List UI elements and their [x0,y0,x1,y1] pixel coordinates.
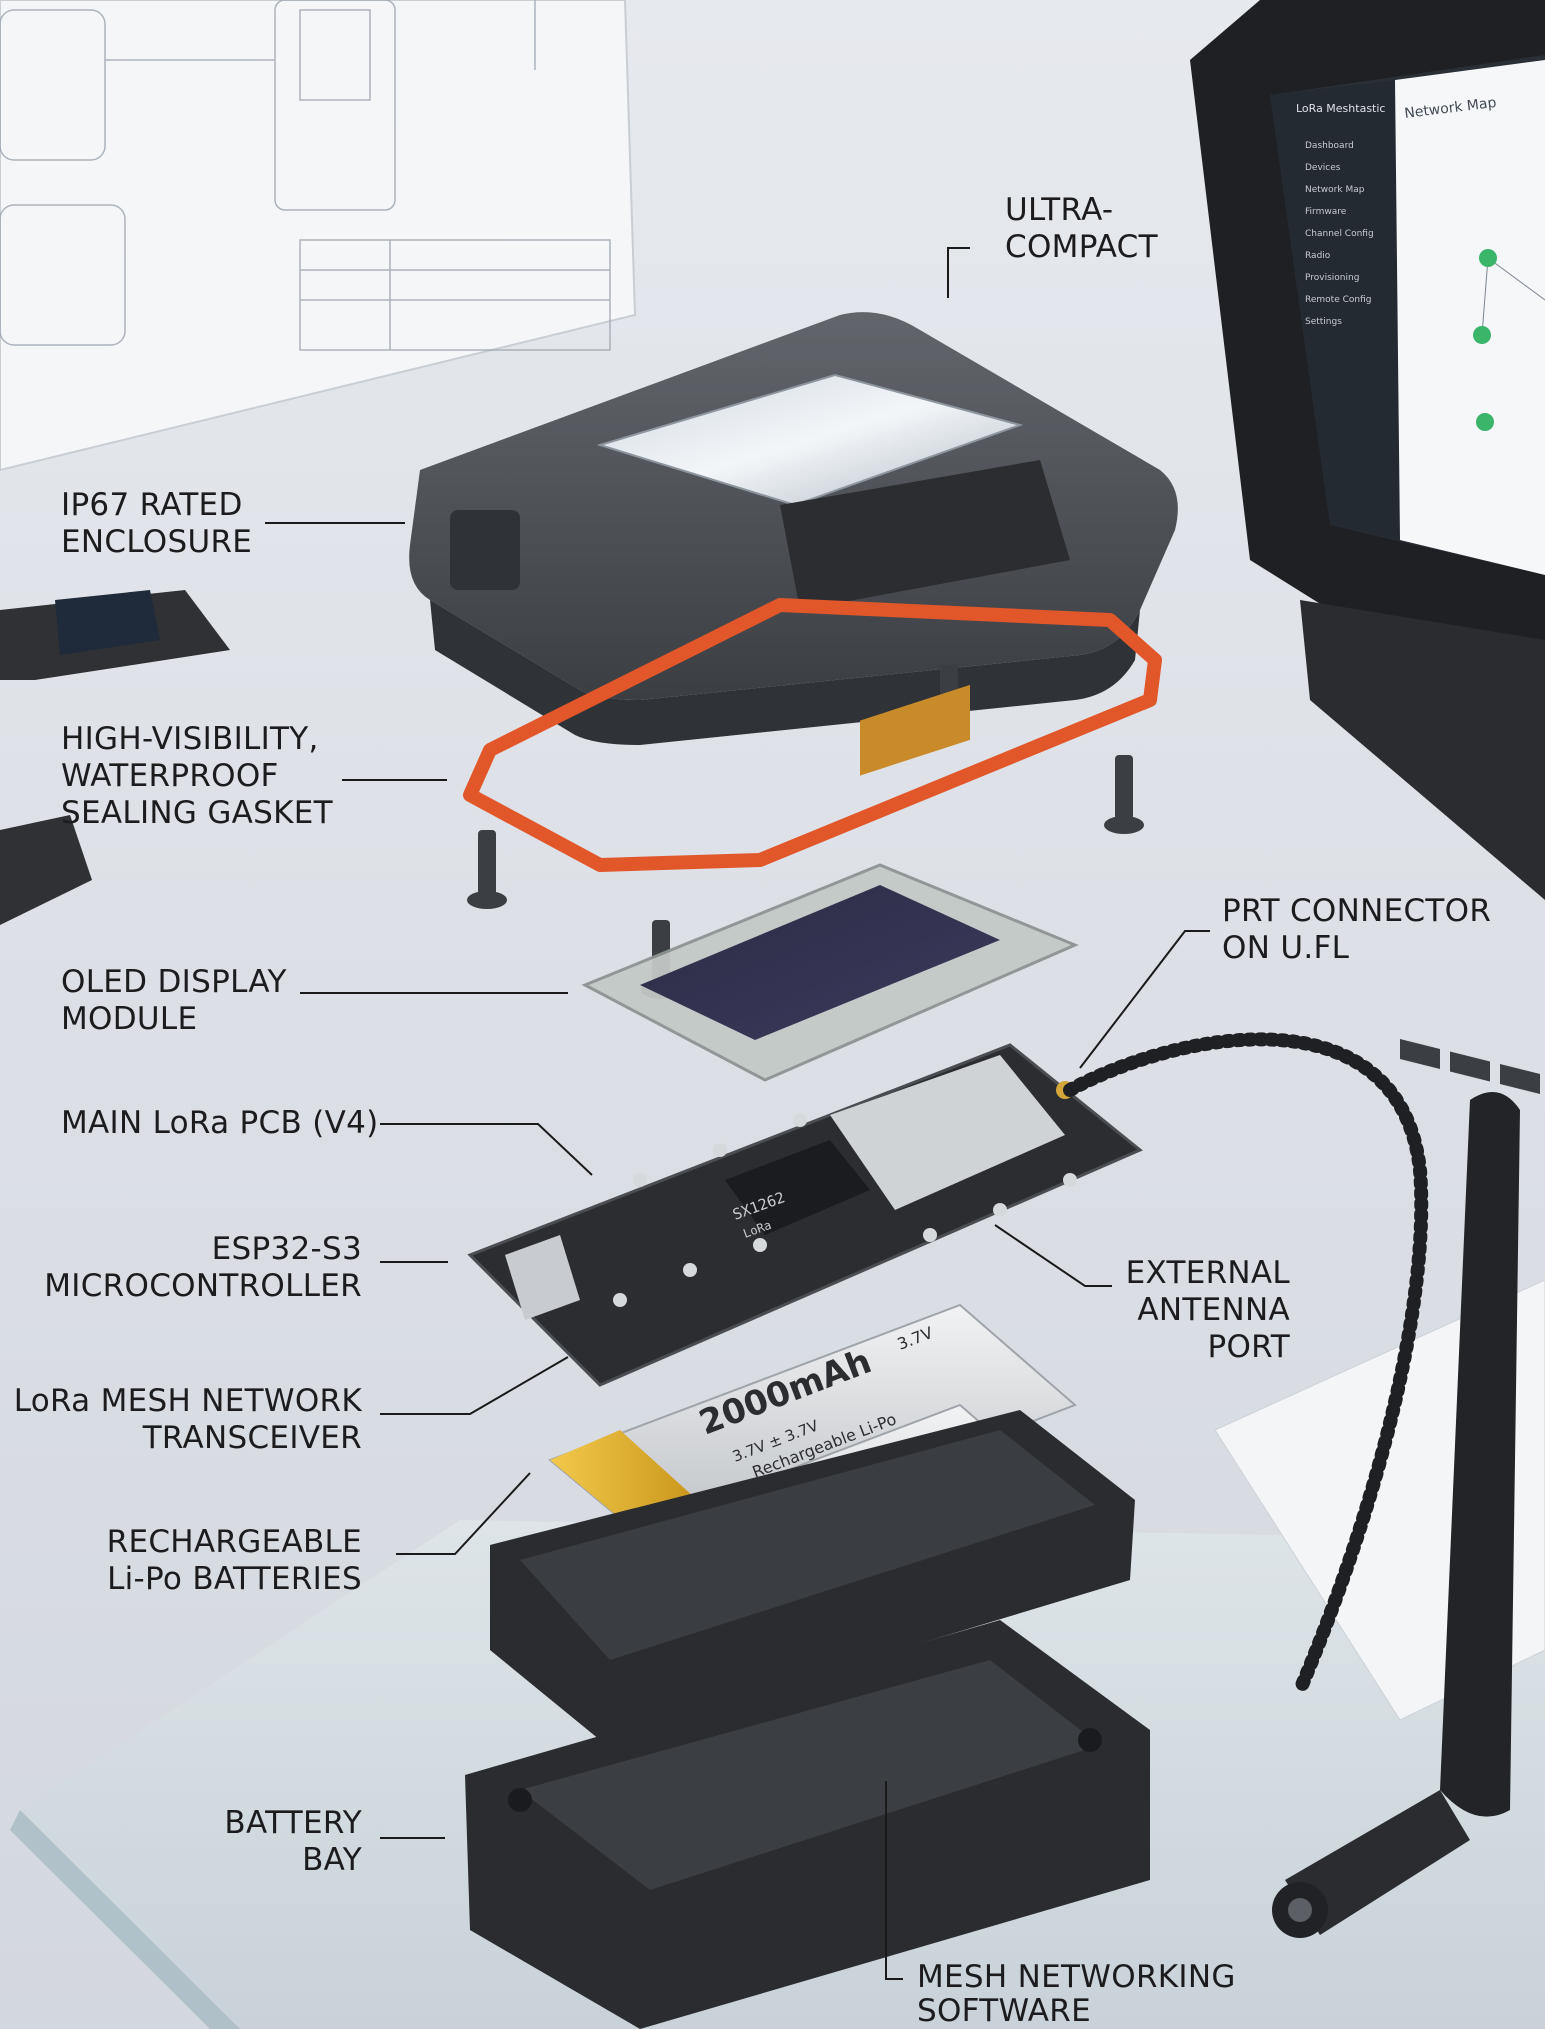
top-enclosure [409,312,1178,745]
callout-lora-transceiver: LoRa MESH NETWORK TRANSCEIVER [13,1383,362,1456]
sealing-gasket [463,598,1162,872]
leader-lines [265,247,1210,1980]
laptop-nav-item: Firmware [1305,207,1347,217]
rubber-duck-antenna [1272,1092,1520,1938]
callout-external-antenna: EXTERNAL ANTENNA PORT [1125,1255,1290,1365]
blueprint-sheet [0,0,637,472]
laptop-nav-item: Settings [1305,317,1342,327]
callout-prt-connector: PRT CONNECTOR ON U.FL [1222,893,1492,966]
callout-ip67-enclosure: IP67 RATED ENCLOSURE [61,487,253,560]
callout-ultra-compact: ULTRA- COMPACT [1005,192,1158,265]
callout-esp32: ESP32-S3 MICROCONTROLLER [44,1231,362,1304]
spare-pcb-boards [0,590,230,925]
laptop-nav-item: Channel Config [1305,229,1374,239]
main-lora-pcb [467,1043,1143,1387]
laptop-nav-item: Network Map [1305,185,1365,195]
laptop-nav-item: Dashboard [1305,141,1354,151]
callout-lipo-batteries: RECHARGEABLE Li-Po BATTERIES [106,1524,362,1597]
laptop-nav-item: Remote Config [1305,295,1371,305]
laptop-app-name: LoRa Meshtastic [1296,102,1385,115]
callout-sealing-gasket: HIGH-VISIBILITY, WATERPROOF SEALING GASK… [61,721,333,831]
callout-mesh-software: MESH NETWORKING SOFTWARE [917,1959,1236,2029]
callout-oled-display: OLED DISPLAY MODULE [61,964,287,1037]
oled-display-module [581,684,1079,1082]
network-map-nodes [1473,249,1545,431]
battery-bay [465,1620,1150,2029]
callout-main-pcb: MAIN LoRa PCB (V4) [61,1105,379,1141]
laptop [1190,0,1545,1094]
battery-tray [490,1410,1135,1740]
laptop-nav-item: Devices [1305,163,1341,173]
callout-battery-bay: BATTERY BAY [224,1805,362,1878]
laptop-nav-item: Radio [1305,251,1331,261]
laptop-nav-item: Provisioning [1305,273,1359,283]
